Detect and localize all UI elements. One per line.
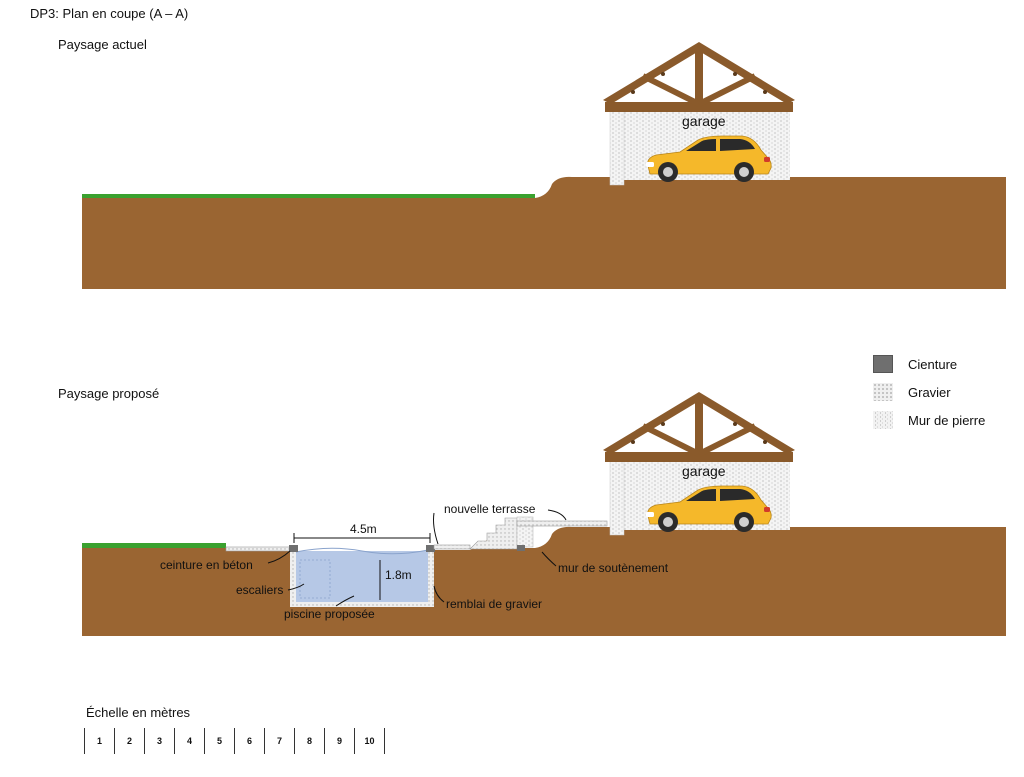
proposed-soil [82,526,1006,636]
legend-item-stone-wall: Mur de pierre [873,406,1013,434]
scale-title: Échelle en mètres [86,705,191,720]
legend-swatch-gravel [873,383,893,401]
legend-swatch-stone-wall [873,411,893,429]
label-belt: ceinture en béton [160,558,253,572]
proposed-garage [603,392,795,536]
pool-stairs [299,559,331,599]
scale-tick: 1 [84,728,115,754]
dimension-label-width: 4.5m [350,522,377,536]
scale-tick: 5 [204,728,235,754]
page-title: DP3: Plan en coupe (A – A) [30,6,189,21]
proposed-garage-label: garage [682,463,726,479]
scale-tick: 3 [144,728,175,754]
gravel-terrace-left [225,546,293,552]
scale-tick: 2 [114,728,145,754]
label-stairs: escaliers [236,583,283,597]
label-retaining-wall: mur de soutènement [558,561,669,575]
scale-tick: 10 [354,728,385,754]
current-grass [82,194,535,198]
scale-bar: 1 2 3 4 5 6 7 8 9 10 [84,728,385,754]
section-title-proposed: Paysage proposé [58,386,160,401]
scale-tick: 8 [294,728,325,754]
concrete-belt-left [289,545,298,552]
scale-tick: 4 [174,728,205,754]
current-section: garage [82,42,1006,289]
pool-water [296,551,428,602]
terrace-steps [469,517,518,550]
legend-label-gravel: Gravier [908,384,951,400]
legend-item-gravel: Gravier [873,378,1013,406]
gravel-fill-right [428,551,434,605]
scale-tick: 6 [234,728,265,754]
scale-tick: 9 [324,728,355,754]
legend-swatch-belt [873,355,893,373]
retaining-wall-block [517,545,525,551]
section-title-current: Paysage actuel [58,37,147,52]
gravel-fill-left [290,551,296,605]
proposed-grass [82,543,226,548]
current-garage-label: garage [682,113,726,129]
label-terrace: nouvelle terrasse [444,502,536,516]
proposed-section: garage 4.5m 1.8m nouvelle terrasse ceint… [82,392,1006,636]
current-soil [82,176,1006,289]
label-gravel-fill: remblai de gravier [446,597,542,611]
legend-label-stone-wall: Mur de pierre [908,412,986,428]
gravel-terrace-mid [433,544,471,550]
pool-wave [295,547,429,555]
scale-tick: 7 [264,728,295,754]
dimension-label-depth: 1.8m [385,568,412,582]
label-pool: piscine proposée [284,607,375,621]
current-garage [603,42,795,186]
legend-item-belt: Cienture [873,350,1013,378]
new-terrace [516,520,608,527]
legend-label-belt: Cienture [908,356,958,372]
gravel-fill-bottom [290,602,434,607]
legend: Cienture Gravier Mur de pierre [873,350,1013,434]
concrete-belt-right [426,545,435,552]
